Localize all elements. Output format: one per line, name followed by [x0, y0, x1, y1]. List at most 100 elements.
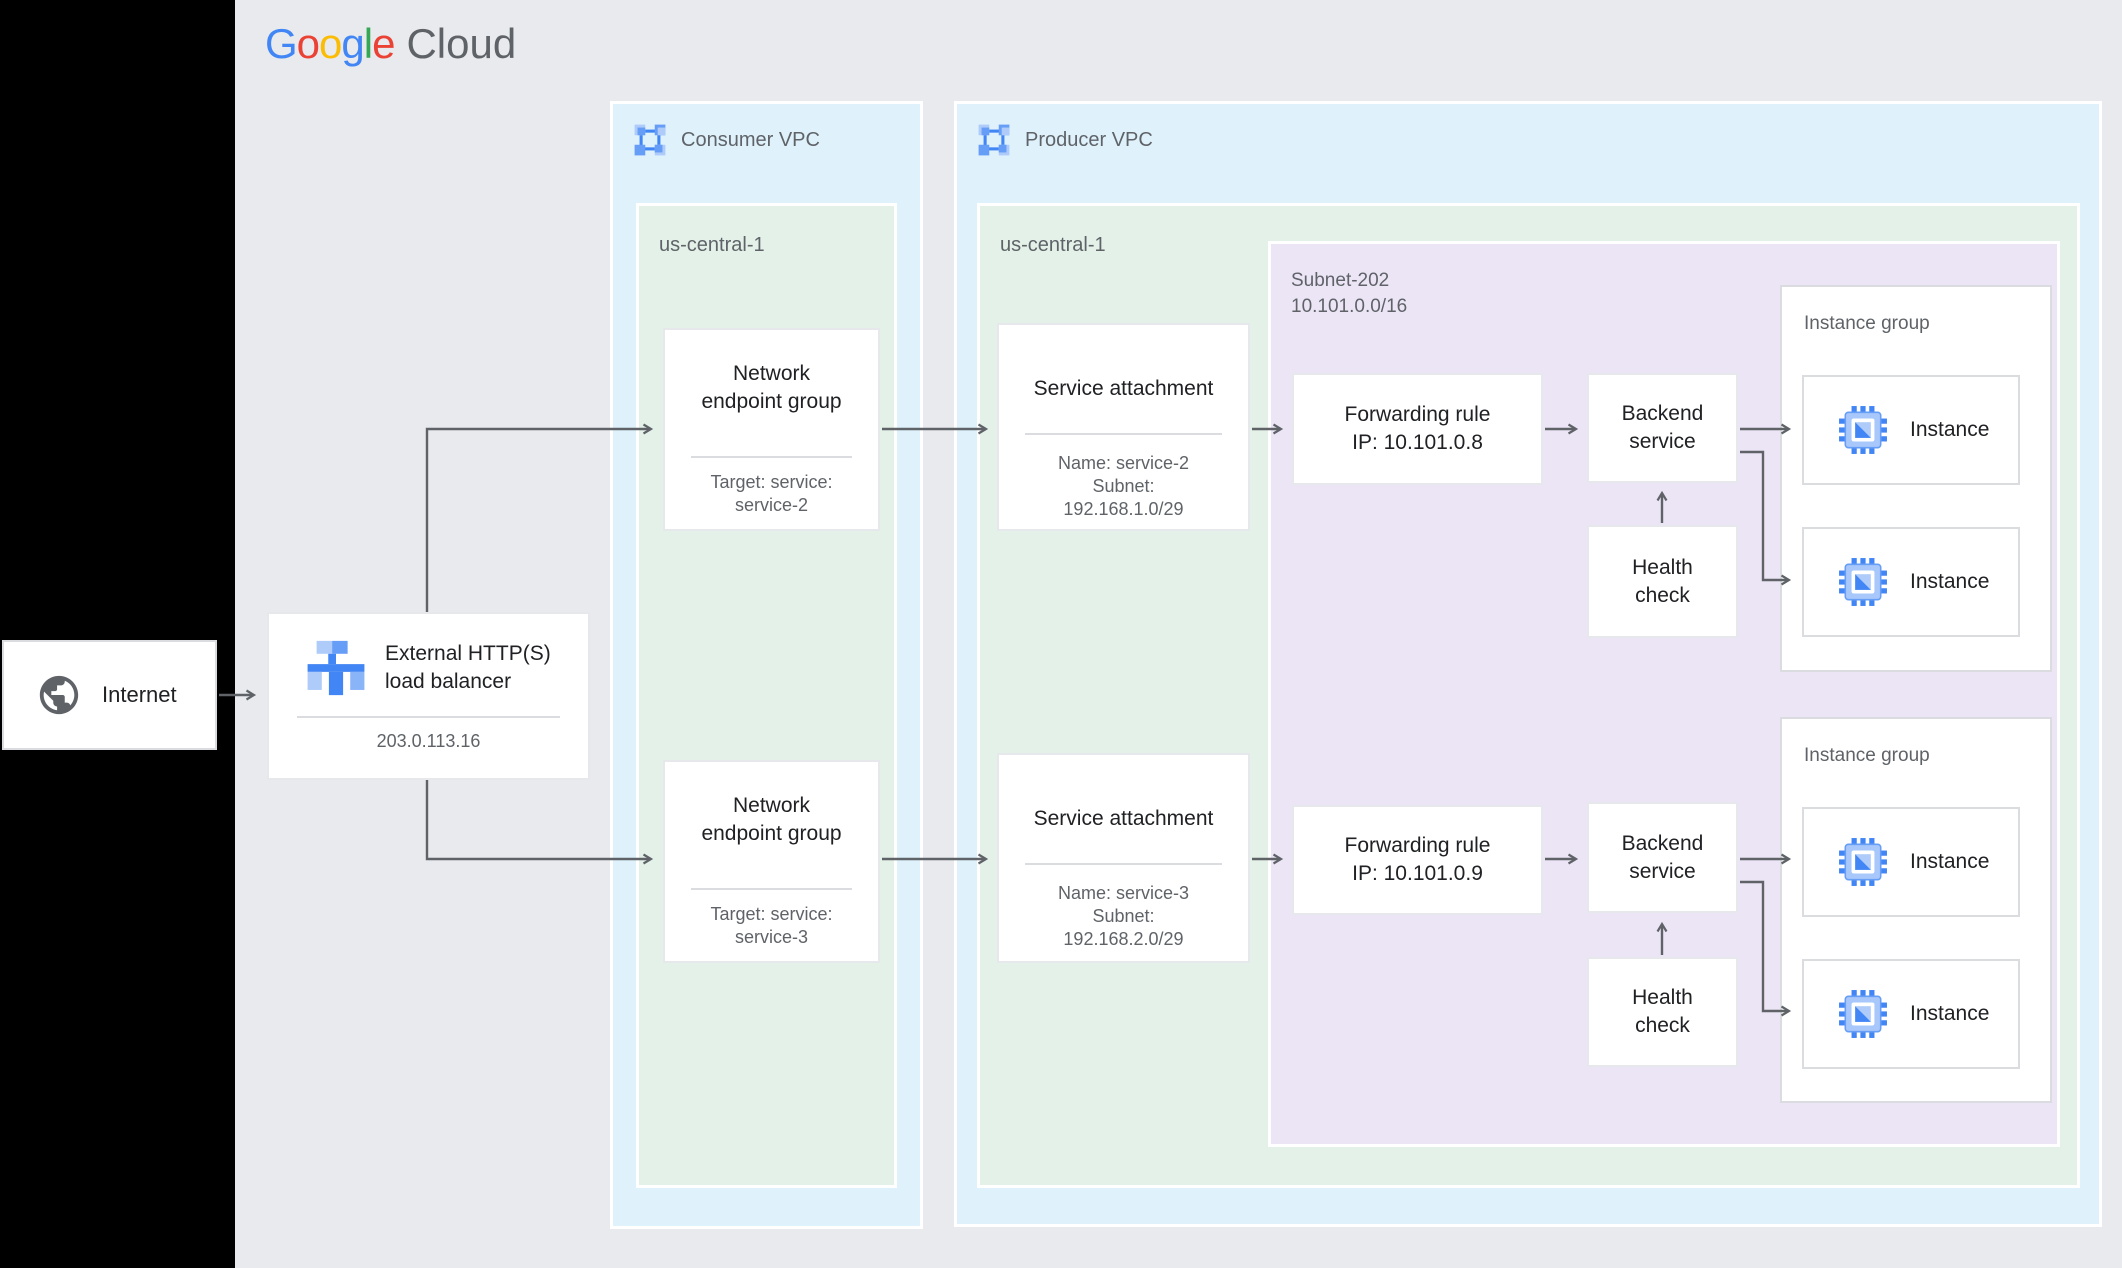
title-line: Forwarding rule	[1344, 403, 1491, 426]
node-title: Service attachment	[1033, 377, 1214, 400]
consumer-vpc-header: Consumer VPC	[634, 124, 820, 156]
consumer-region-label: us-central-1	[659, 234, 765, 256]
sub-line: service-2	[734, 495, 808, 515]
sub-line: Target: service:	[710, 472, 833, 492]
title-line: Forwarding rule	[1344, 834, 1491, 857]
sub-line: Subnet:	[1092, 476, 1155, 496]
chip-icon	[1839, 558, 1887, 606]
sub-line: Name: service-2	[1057, 453, 1190, 473]
internet-node: Internet	[2, 640, 217, 750]
health-check-node-1: Health check	[1587, 525, 1738, 638]
producer-vpc-label: Producer VPC	[1025, 128, 1153, 151]
instance-label: Instance	[1910, 850, 1990, 873]
title-line: service	[1629, 859, 1696, 883]
load-balancer-title: External HTTP(S) load balancer	[385, 640, 551, 696]
logo-letter: e	[372, 20, 395, 67]
instance-group-label: Instance group	[1804, 745, 1930, 766]
title-line: External HTTP(S)	[385, 642, 551, 665]
logo-letter: l	[363, 20, 373, 67]
logo-letter: o	[296, 20, 320, 67]
node-title: Service attachment	[1033, 807, 1214, 830]
title-line: service	[1629, 430, 1696, 453]
title-line: Health	[1632, 986, 1693, 1009]
title-line: endpoint group	[701, 390, 842, 413]
sub-line: 192.168.2.0/29	[1063, 929, 1184, 949]
subnet-cidr: 10.101.0.0/16	[1291, 296, 1408, 317]
node-title: Health check	[1632, 554, 1693, 610]
title-line: load balancer	[385, 670, 512, 693]
divider	[1025, 433, 1222, 435]
node-title: Backend service	[1622, 400, 1704, 456]
logo-cloud-text: Cloud	[406, 20, 517, 67]
node-title: Network endpoint group	[701, 792, 841, 848]
divider	[1025, 863, 1222, 865]
internet-label: Internet	[102, 682, 177, 707]
logo-letter: o	[319, 20, 342, 67]
sub-line: 192.168.1.0/29	[1063, 499, 1184, 519]
subnet-label: Subnet-202 10.101.0.0/16	[1291, 268, 1407, 320]
divider	[691, 888, 852, 890]
instance-group-1: Instance group Instance	[1780, 285, 2052, 672]
instance-group-2: Instance group Instance	[1780, 717, 2052, 1103]
title-line: Network	[732, 794, 811, 817]
divider	[297, 716, 560, 718]
instance-node: Instance	[1802, 375, 2020, 485]
node-subtext: Target: service: service-2	[710, 471, 832, 517]
producer-vpc-header: Producer VPC	[978, 124, 1153, 156]
divider	[691, 456, 852, 458]
title-line: check	[1635, 1014, 1690, 1037]
title-line: Backend	[1621, 402, 1704, 425]
instance-node: Instance	[1802, 807, 2020, 917]
health-check-node-2: Health check	[1587, 957, 1738, 1067]
node-title: Health check	[1632, 984, 1693, 1040]
title-line: Health	[1632, 555, 1693, 579]
instance-node: Instance	[1802, 527, 2020, 637]
backend-service-node-1: Backend service	[1587, 373, 1738, 483]
consumer-vpc-label: Consumer VPC	[681, 128, 820, 151]
sub-line: Name: service-3	[1057, 883, 1190, 903]
sub-line: Subnet:	[1092, 906, 1155, 926]
load-balancer-icon	[307, 640, 365, 696]
node-title: Backend service	[1622, 830, 1704, 886]
subnet-name: Subnet-202	[1291, 270, 1390, 291]
instance-node: Instance	[1802, 959, 2020, 1069]
load-balancer-header: External HTTP(S) load balancer	[269, 614, 588, 696]
vpc-icon	[978, 124, 1010, 156]
producer-region-label: us-central-1	[1000, 234, 1106, 256]
instance-label: Instance	[1910, 1002, 1990, 1025]
network-endpoint-group-node-1: Network endpoint group Target: service: se…	[663, 328, 880, 531]
backend-service-node-2: Backend service	[1587, 802, 1738, 913]
load-balancer-ip: 203.0.113.16	[376, 731, 481, 751]
title-line: Backend	[1621, 831, 1704, 855]
logo-letter: g	[341, 20, 364, 67]
title-line: IP: 10.101.0.9	[1352, 862, 1483, 885]
globe-icon	[39, 675, 79, 715]
title-line: check	[1635, 583, 1690, 607]
node-title: Network endpoint group	[701, 360, 841, 416]
load-balancer-node: External HTTP(S) load balancer 203.0.113…	[267, 612, 590, 780]
title-line: IP: 10.101.0.8	[1352, 431, 1483, 454]
chip-icon	[1839, 838, 1887, 886]
sub-line: service-3	[734, 927, 808, 947]
instance-group-label: Instance group	[1804, 313, 1930, 334]
chip-icon	[1839, 990, 1887, 1038]
chip-icon	[1839, 406, 1887, 454]
vpc-icon	[634, 124, 666, 156]
title-line: endpoint group	[701, 822, 842, 845]
instance-label: Instance	[1910, 570, 1990, 593]
sub-line: Target: service:	[710, 904, 833, 924]
instance-label: Instance	[1910, 418, 1990, 441]
title-line: Network	[732, 362, 811, 385]
network-endpoint-group-node-2: Network endpoint group Target: service: se…	[663, 760, 880, 963]
logo-letter: G	[265, 20, 298, 67]
